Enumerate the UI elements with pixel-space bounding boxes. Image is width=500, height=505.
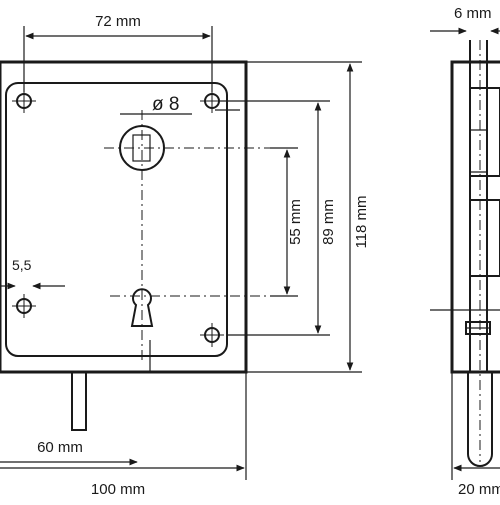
- front-dimensions: 72 mm ø 8 5,5 55 mm 89 mm 118 mm 60 mm 1…: [0, 13, 370, 498]
- front-view: [0, 60, 290, 480]
- dim-side-width: 20 mm: [458, 481, 500, 498]
- side-bolt: [467, 372, 493, 467]
- keyhole: [130, 288, 154, 327]
- dim-total-height: 118 mm: [353, 195, 370, 248]
- dim-keyhole-offset: 55 mm: [287, 199, 304, 245]
- lock-inner-plate: [5, 82, 228, 357]
- side-body-outline: [450, 60, 500, 374]
- dim-hole-diameter: ø 8: [152, 94, 179, 115]
- hole-crosshairs: [12, 89, 224, 347]
- side-latch-slot-bottom: [469, 199, 500, 277]
- dim-small-hole: 5,5: [12, 257, 32, 273]
- lock-body-outline: [0, 60, 248, 374]
- dim-total-width: 100 mm: [91, 481, 145, 498]
- dim-side-depth: 6 mm: [454, 5, 492, 22]
- dim-backset: 60 mm: [37, 439, 83, 456]
- dim-inner-height: 89 mm: [320, 199, 337, 245]
- side-dimensions: 6 mm 20 mm: [430, 5, 500, 498]
- side-latch-slot-top: [469, 87, 500, 177]
- dim-hole-spacing: 72 mm: [95, 13, 141, 30]
- side-view: [430, 40, 500, 480]
- lock-bolt: [71, 371, 87, 431]
